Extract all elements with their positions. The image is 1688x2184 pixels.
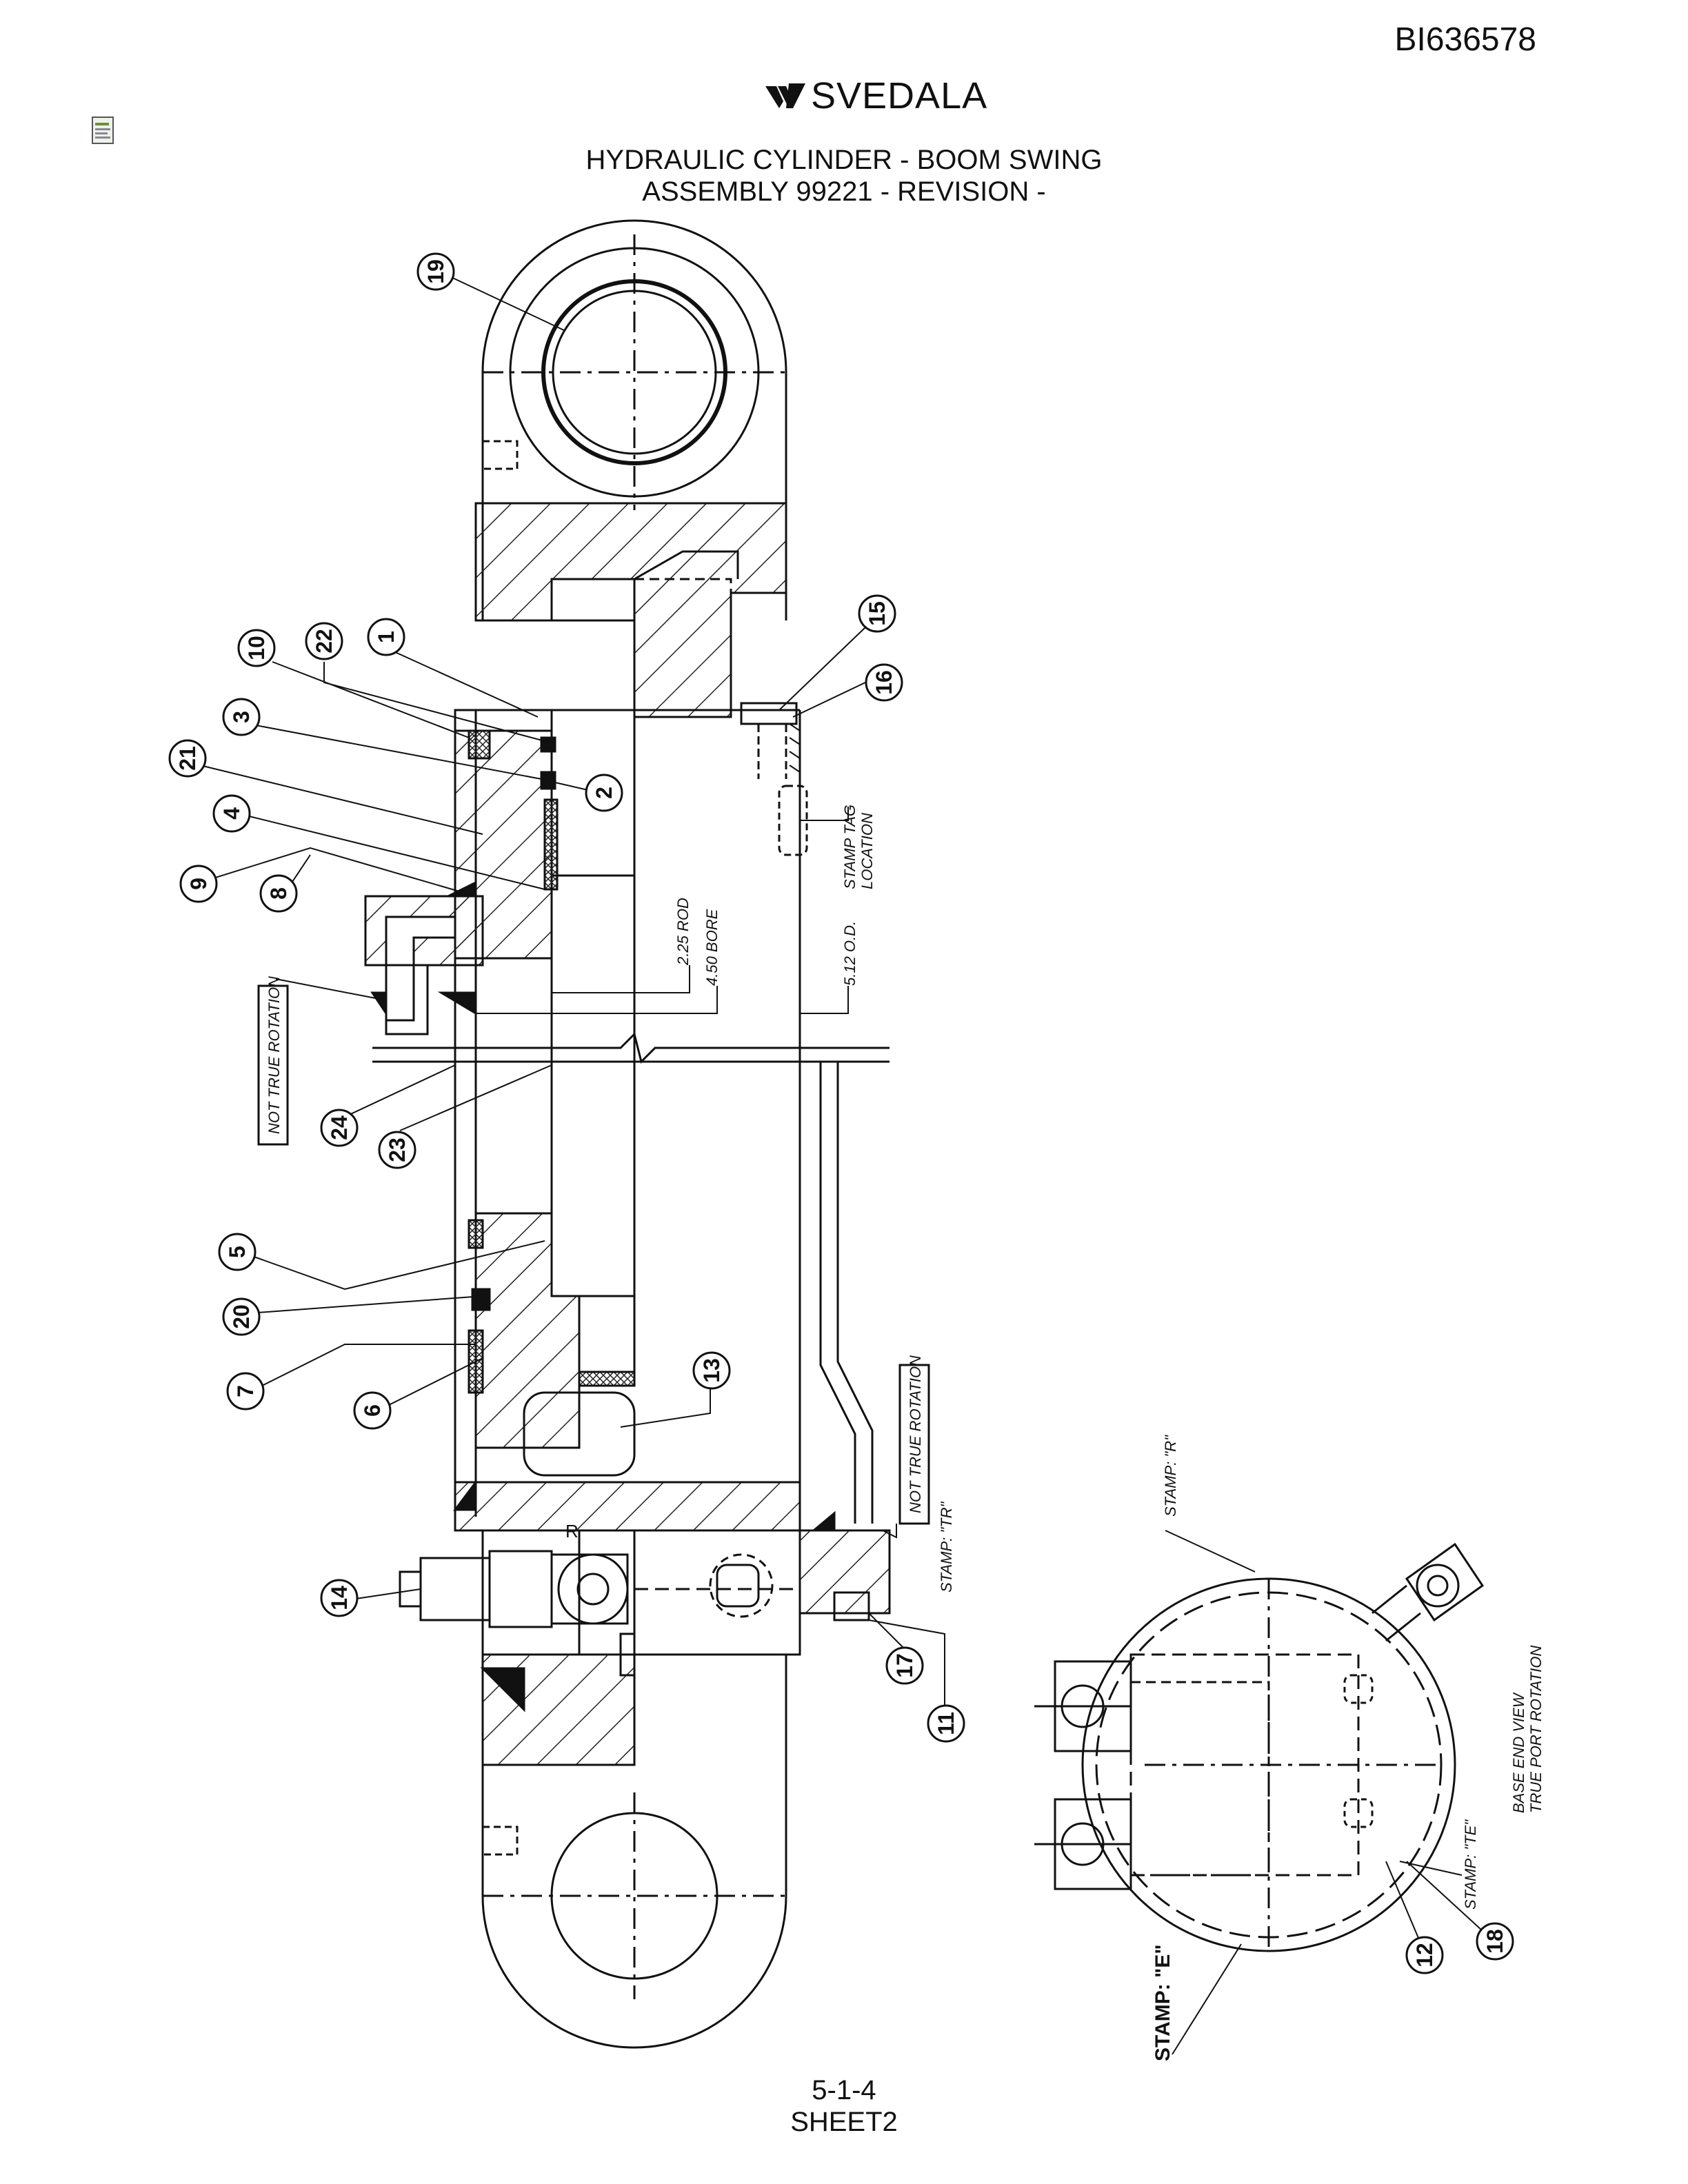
stamp-e-label: STAMP: "E" — [1152, 1944, 1174, 2061]
svg-text:12: 12 — [1412, 1943, 1437, 1968]
svg-text:14: 14 — [327, 1586, 352, 1610]
sheet-label: SHEET2 — [790, 2107, 898, 2137]
base-end-view-label-1: BASE END VIEW — [1510, 1692, 1527, 1813]
svg-text:23: 23 — [385, 1138, 410, 1162]
callout-5: 5 — [218, 1233, 257, 1271]
stamp-tag-label-2: LOCATION — [858, 813, 876, 889]
callout-3: 3 — [222, 698, 261, 736]
svg-text:13: 13 — [699, 1358, 724, 1383]
brand-name: SVEDALA — [811, 75, 988, 117]
callout-6: 6 — [353, 1391, 392, 1430]
svg-text:10: 10 — [244, 636, 269, 660]
svg-text:9: 9 — [186, 878, 211, 890]
callout-19: 19 — [416, 252, 455, 291]
not-true-rotation-label-right: NOT TRUE ROTATION — [907, 1355, 924, 1513]
stamp-tr-label: STAMP: "TR" — [938, 1501, 955, 1593]
r-mark: R — [565, 1521, 579, 1541]
brand-logo: SVEDALA — [765, 74, 987, 117]
callout-15: 15 — [858, 594, 896, 633]
callout-13: 13 — [692, 1351, 731, 1390]
dim-bore-label: 4.50 BORE — [703, 909, 721, 986]
callout-16: 16 — [865, 663, 903, 702]
svg-text:6: 6 — [360, 1404, 385, 1417]
callout-17: 17 — [885, 1646, 924, 1685]
wiper-seal — [468, 729, 491, 760]
svg-text:3: 3 — [229, 711, 254, 723]
svg-text:18: 18 — [1483, 1929, 1507, 1954]
svg-text:21: 21 — [175, 746, 200, 771]
callout-20: 20 — [222, 1297, 261, 1336]
callout-14: 14 — [320, 1579, 359, 1617]
callout-21: 21 — [168, 739, 207, 778]
rod-wear-ring — [543, 798, 559, 891]
base-end-view-label-2: TRUE PORT ROTATION — [1527, 1646, 1545, 1813]
document-id: BI636578 — [1394, 21, 1536, 58]
svg-text:20: 20 — [229, 1304, 254, 1329]
callout-10: 10 — [237, 629, 276, 667]
svg-text:7: 7 — [233, 1385, 258, 1397]
svg-text:1: 1 — [374, 631, 399, 643]
base-end — [454, 1481, 801, 1532]
svg-text:5: 5 — [225, 1246, 250, 1258]
callout-12: 12 — [1405, 1936, 1444, 1974]
callout-22: 22 — [305, 622, 343, 660]
not-true-rotation-label-left: NOT TRUE ROTATION — [265, 976, 283, 1134]
base-end-view-fitting — [1405, 1542, 1485, 1622]
stamp-te-label: STAMP: "TE" — [1462, 1819, 1479, 1910]
title-line-1: HYDRAULIC CYLINDER - BOOM SWING — [585, 145, 1103, 175]
svg-text:2: 2 — [592, 787, 616, 799]
callout-18: 18 — [1476, 1922, 1514, 1961]
svg-text:11: 11 — [934, 1712, 958, 1735]
svg-text:15: 15 — [865, 601, 890, 626]
svedala-logo-icon — [765, 83, 805, 108]
svg-text:19: 19 — [423, 259, 448, 284]
callout-1: 1 — [367, 618, 405, 656]
callout-23: 23 — [378, 1131, 416, 1169]
dim-od-label: 5.12 O.D. — [841, 921, 858, 986]
page-number: 5-1-4 — [812, 2075, 876, 2105]
callout-7: 7 — [226, 1372, 265, 1410]
svg-text:24: 24 — [327, 1115, 352, 1140]
dim-rod-label: 2.25 ROD — [674, 898, 692, 966]
stamp-tag-box — [778, 785, 808, 856]
svg-text:22: 22 — [312, 629, 336, 654]
callout-11: 11 — [927, 1704, 965, 1743]
document-icon[interactable] — [90, 116, 117, 150]
svg-text:16: 16 — [872, 670, 896, 695]
stamp-r-label: STAMP: "R" — [1162, 1435, 1179, 1517]
break-line — [372, 1032, 890, 1064]
piston-nut — [523, 1391, 636, 1477]
stamp-tag-label-1: STAMP TAG — [841, 805, 858, 889]
callout-4: 4 — [212, 794, 251, 833]
callout-9: 9 — [179, 865, 218, 903]
svg-text:8: 8 — [266, 887, 291, 900]
title-line-2: ASSEMBLY 99221 - REVISION - — [642, 176, 1046, 207]
svg-text:17: 17 — [892, 1653, 917, 1678]
callout-2: 2 — [585, 774, 623, 812]
base-clevis — [481, 1655, 787, 2049]
callout-8: 8 — [259, 874, 298, 913]
rod-end-neck — [474, 502, 787, 718]
callout-24: 24 — [320, 1109, 359, 1147]
hydraulic-tube — [819, 1062, 856, 1524]
svg-text:4: 4 — [219, 807, 244, 820]
